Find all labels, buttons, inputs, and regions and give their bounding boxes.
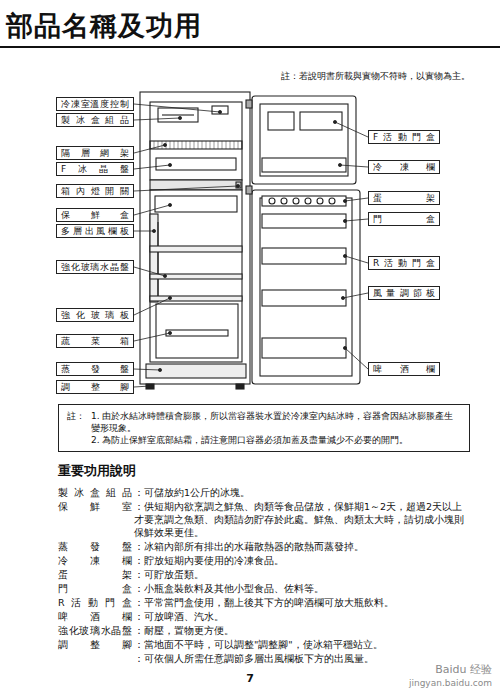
table-cell: ：可放啤酒、汽水。 <box>132 610 472 623</box>
callout-box: 冷凍室溫度控制 <box>56 97 134 111</box>
table-cell: 門盒 <box>58 583 132 594</box>
table-row: 強化玻璃水晶盤：耐壓，置物更方便。 <box>58 624 472 637</box>
table-row: 調整腳：當地面不平時，可以調整"調整腳"，使冰箱平穩站立。 <box>58 638 472 651</box>
table-cell: 冷凍欄 <box>58 555 132 566</box>
part-name: 冷凍欄 <box>373 161 435 173</box>
watermark: jingyan.baidu.com <box>380 678 492 688</box>
table-cell: ：小瓶盒裝飲料及其他小型食品、佐料等。 <box>132 582 472 595</box>
part-name: 保鮮盒 <box>61 209 129 221</box>
leader-lines <box>134 104 368 388</box>
table-cell: 冷凍欄 <box>58 554 132 567</box>
callout-box: 多層出風欄板 <box>56 224 134 238</box>
note-text: 1. 由於水結冰時體積會膨脹，所以當容器裝水置於冷凍室內結冰時，容器會因結冰膨脹… <box>91 410 461 434</box>
table-cell: 調整腳 <box>58 638 132 651</box>
part-name: R活動門盒 <box>373 257 435 269</box>
table-row: 製冰盒組品：可儲放約1公斤的冰塊。 <box>58 486 472 499</box>
note-text: 註：若說明書所載與實物不符時，以實物為主。 <box>170 70 470 83</box>
title-rule <box>0 46 500 48</box>
part-name: 冷凍室溫度控制 <box>61 98 129 110</box>
table-cell: ：貯放短期內要使用的冷凍食品。 <box>132 554 472 567</box>
table-cell: 蒸發盤 <box>58 540 132 553</box>
table-cell: ：可貯放蛋類。 <box>132 568 472 581</box>
table-cell: ：可依個人所需任意調節多層出風欄板下方的出風量。 <box>132 652 472 665</box>
part-name: 啤酒欄 <box>373 363 435 375</box>
part-name: 強化玻璃板 <box>61 309 129 321</box>
table-cell: 蛋架 <box>58 568 132 581</box>
part-name: 箱內燈開關 <box>61 185 129 197</box>
part-name: 蒸發盤 <box>61 363 129 375</box>
callout-box: 蛋架 <box>368 191 440 205</box>
callout-box: 蒸發盤 <box>56 362 134 376</box>
part-name: 蛋架 <box>373 192 435 204</box>
callout-box: F活動門盒 <box>368 130 440 144</box>
callout-box: 箱內燈開關 <box>56 184 134 198</box>
table-cell: ：耐壓，置物更方便。 <box>132 624 472 637</box>
callout-box: 風量調節板 <box>368 286 440 300</box>
page-number: 7 <box>240 672 260 685</box>
watermark: Baidu 经验 <box>380 662 492 677</box>
part-name: F冰晶盤 <box>61 163 129 175</box>
callout-box: 保鮮盒 <box>56 208 134 222</box>
table-row: 蒸發盤：冰箱內部所有排出的水藉散熱器的散熱而蒸發掉。 <box>58 540 472 553</box>
table-row: R活動門盒：平常當門盒使用，翻上後其下方的啤酒欄可放大瓶飲料。 <box>58 596 472 609</box>
part-name: 調整腳 <box>61 381 129 393</box>
callout-box: 蔬菜箱 <box>56 334 134 348</box>
part-name: 強化玻璃水晶盤 <box>61 261 129 273</box>
table-row: 啤酒欄：可放啤酒、汽水。 <box>58 610 472 623</box>
callout-box: 冷凍欄 <box>368 160 440 174</box>
note-box: 註： 1. 由於水結冰時體積會膨脹，所以當容器裝水置於冷凍室內結冰時，容器會因結冰… <box>58 404 470 452</box>
table-cell: 啤酒欄 <box>58 611 132 622</box>
table-cell: ：可儲放約1公斤的冰塊。 <box>132 486 472 499</box>
table-cell: 蒸發盤 <box>58 541 132 552</box>
table-row: 蛋架：可貯放蛋類。 <box>58 568 472 581</box>
callout-box: F冰晶盤 <box>56 162 134 176</box>
part-name: 風量調節板 <box>373 287 435 299</box>
part-name: 製冰盒組品 <box>61 114 129 126</box>
callout-box: 製冰盒組品 <box>56 113 134 127</box>
page-title: 部品名稱及功用 <box>6 8 202 44</box>
table-cell: ：平常當門盒使用，翻上後其下方的啤酒欄可放大瓶飲料。 <box>132 596 472 609</box>
note-text: 2. 為防止保鮮室底部結霜，請注意開口容器必須加蓋及盡量減少不必要的開門。 <box>91 434 461 446</box>
table-cell: 製冰盒組品 <box>58 487 132 498</box>
table-cell: R活動門盒 <box>58 596 132 609</box>
table-cell: R活動門盒 <box>58 597 132 608</box>
callout-box: R活動門盒 <box>368 256 440 270</box>
table-cell <box>58 652 132 665</box>
function-table: 製冰盒組品：可儲放約1公斤的冰塊。保鮮室：供短期內欲烹調之鮮魚、肉類等食品儲放，… <box>58 486 472 666</box>
table-row: 門盒：小瓶盒裝飲料及其他小型食品、佐料等。 <box>58 582 472 595</box>
part-name: 蔬菜箱 <box>61 335 129 347</box>
doors <box>246 96 360 384</box>
table-row: ：可依個人所需任意調節多層出風欄板下方的出風量。 <box>58 652 472 665</box>
table-cell: 保鮮室 <box>58 500 132 539</box>
note-text: 註： <box>67 410 85 422</box>
table-cell: ：供短期內欲烹調之鮮魚、肉類等食品儲放，保鮮期1～2天，超過2天以上才要烹調之魚… <box>132 500 472 539</box>
table-cell: 蛋架 <box>58 569 132 580</box>
table-cell: 製冰盒組品 <box>58 486 132 499</box>
part-name: 多層出風欄板 <box>61 225 129 237</box>
callout-box: 強化玻璃板 <box>56 308 134 322</box>
table-cell: ：當地面不平時，可以調整"調整腳"，使冰箱平穩站立。 <box>132 638 472 651</box>
section-heading: 重要功用說明 <box>58 462 136 480</box>
callout-box: 隔層網架 <box>56 146 134 160</box>
cabinet <box>140 92 250 389</box>
table-cell: 強化玻璃水晶盤 <box>58 624 132 637</box>
table-cell: ：冰箱內部所有排出的水藉散熱器的散熱而蒸發掉。 <box>132 540 472 553</box>
table-cell: 保鮮室 <box>58 501 132 512</box>
part-name: 門盒 <box>373 213 435 225</box>
table-cell: 強化玻璃水晶盤 <box>58 625 132 636</box>
table-row: 冷凍欄：貯放短期內要使用的冷凍食品。 <box>58 554 472 567</box>
table-row: 保鮮室：供短期內欲烹調之鮮魚、肉類等食品儲放，保鮮期1～2天，超過2天以上才要烹… <box>58 500 472 539</box>
table-cell: 啤酒欄 <box>58 610 132 623</box>
callout-box: 強化玻璃水晶盤 <box>56 260 134 274</box>
part-name: 隔層網架 <box>61 147 129 159</box>
callout-box: 調整腳 <box>56 380 134 394</box>
table-cell: 調整腳 <box>58 639 132 650</box>
callout-box: 啤酒欄 <box>368 362 440 376</box>
table-cell: 門盒 <box>58 582 132 595</box>
callout-box: 門盒 <box>368 212 440 226</box>
part-name: F活動門盒 <box>373 131 435 143</box>
